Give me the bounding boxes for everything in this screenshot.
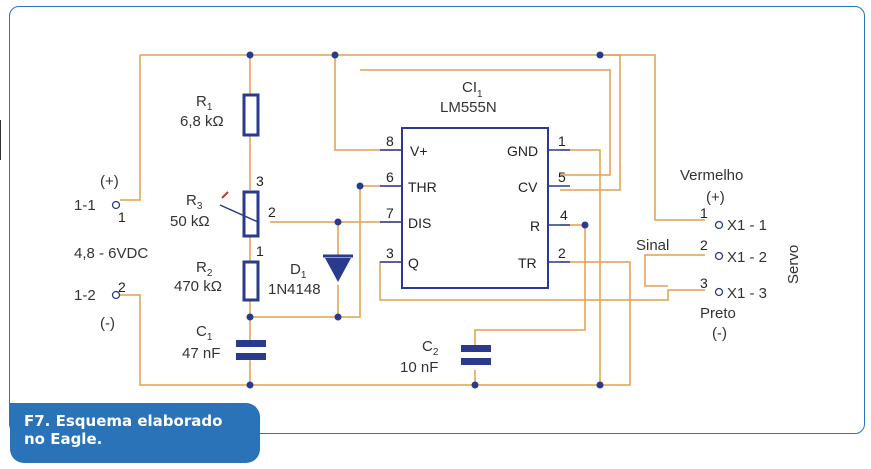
r1-value: 6,8 kΩ bbox=[180, 113, 224, 130]
servo-red: Vermelho bbox=[680, 167, 743, 184]
r1-body bbox=[242, 93, 260, 137]
servo-n2: 2 bbox=[700, 237, 708, 253]
servo-n1: 1 bbox=[700, 205, 708, 221]
pin-num-1: 1 bbox=[558, 133, 566, 149]
caption-line-1: F7. Esquema elaborado bbox=[24, 412, 223, 430]
pin-name-cv: CV bbox=[518, 179, 538, 195]
r2-ref: R2 bbox=[196, 259, 213, 279]
c1-value: 47 nF bbox=[182, 345, 220, 362]
junctions bbox=[246, 51, 604, 389]
c1-ref: C1 bbox=[196, 323, 213, 343]
r1-ref: R1 bbox=[196, 93, 213, 113]
pin-name-gnd: GND bbox=[507, 143, 538, 159]
r3-arrow bbox=[221, 191, 229, 199]
servo-x3: X1 - 3 bbox=[727, 285, 767, 302]
pin-num-2: 2 bbox=[558, 245, 566, 261]
ic-ref: CI1 bbox=[462, 79, 483, 100]
servo-x2: X1 - 2 bbox=[727, 249, 767, 266]
r3-wiper bbox=[219, 204, 259, 223]
servo-black-sign: (-) bbox=[712, 325, 727, 342]
figure-caption: F7. Esquema elaborado no Eagle. bbox=[10, 403, 260, 463]
r3-value: 50 kΩ bbox=[170, 213, 210, 230]
pin-name-r: R bbox=[530, 218, 540, 234]
pin-num-8: 8 bbox=[386, 133, 394, 149]
r3-pin-bottom: 1 bbox=[256, 243, 264, 259]
servo-red-sign: (+) bbox=[706, 189, 725, 206]
c2-ref: C2 bbox=[422, 338, 439, 358]
d1-ref: D1 bbox=[290, 261, 307, 281]
pin-num-5: 5 bbox=[558, 169, 566, 185]
r3-pin-top: 3 bbox=[256, 173, 264, 189]
d1-value: 1N4148 bbox=[268, 281, 321, 298]
d1-triangle bbox=[325, 258, 351, 282]
servo-x1: X1 - 1 bbox=[727, 217, 767, 234]
pin-num-4: 4 bbox=[560, 207, 568, 223]
supply-plus: (+) bbox=[100, 173, 119, 190]
pin-name-thr: THR bbox=[408, 179, 437, 195]
supply-voltage: 4,8 - 6VDC bbox=[74, 245, 148, 262]
supply-pin1-num: 1 bbox=[118, 209, 126, 225]
supply-pin2-num: 2 bbox=[118, 279, 126, 295]
pin-name-q: Q bbox=[408, 255, 419, 271]
ic-body bbox=[401, 127, 549, 289]
c1-plate-top bbox=[236, 340, 266, 347]
supply-pin2: 1-2 bbox=[74, 287, 96, 304]
terminals bbox=[111, 200, 724, 300]
servo-n3: 3 bbox=[700, 275, 708, 291]
ic-part: LM555N bbox=[440, 99, 497, 116]
c1-plate-bottom bbox=[236, 353, 266, 360]
margin-mark bbox=[0, 120, 5, 160]
r2-body bbox=[242, 260, 260, 302]
servo-signal: Sinal bbox=[636, 237, 669, 254]
supply-pin1: 1-1 bbox=[74, 197, 96, 214]
c2-plate-bottom bbox=[461, 358, 491, 365]
figure-frame bbox=[9, 6, 865, 434]
pin-num-6: 6 bbox=[386, 169, 394, 185]
caption-line-2: no Eagle. bbox=[24, 430, 103, 448]
pin-num-3: 3 bbox=[386, 245, 394, 261]
r2-value: 470 kΩ bbox=[174, 278, 222, 295]
c2-value: 10 nF bbox=[400, 359, 438, 376]
servo-black: Preto bbox=[700, 305, 736, 322]
supply-minus: (-) bbox=[100, 315, 115, 332]
pin-name-vplus: V+ bbox=[410, 143, 428, 159]
ic-pin-lines bbox=[380, 149, 570, 263]
r3-ref: R3 bbox=[186, 192, 203, 212]
r3-body bbox=[242, 190, 260, 238]
servo-label: Servo bbox=[785, 245, 802, 284]
r3-pin-wiper: 2 bbox=[268, 204, 276, 220]
pin-num-7: 7 bbox=[386, 205, 394, 221]
pin-name-tr: TR bbox=[518, 255, 537, 271]
c2-plate-top bbox=[461, 345, 491, 352]
pin-name-dis: DIS bbox=[408, 215, 431, 231]
